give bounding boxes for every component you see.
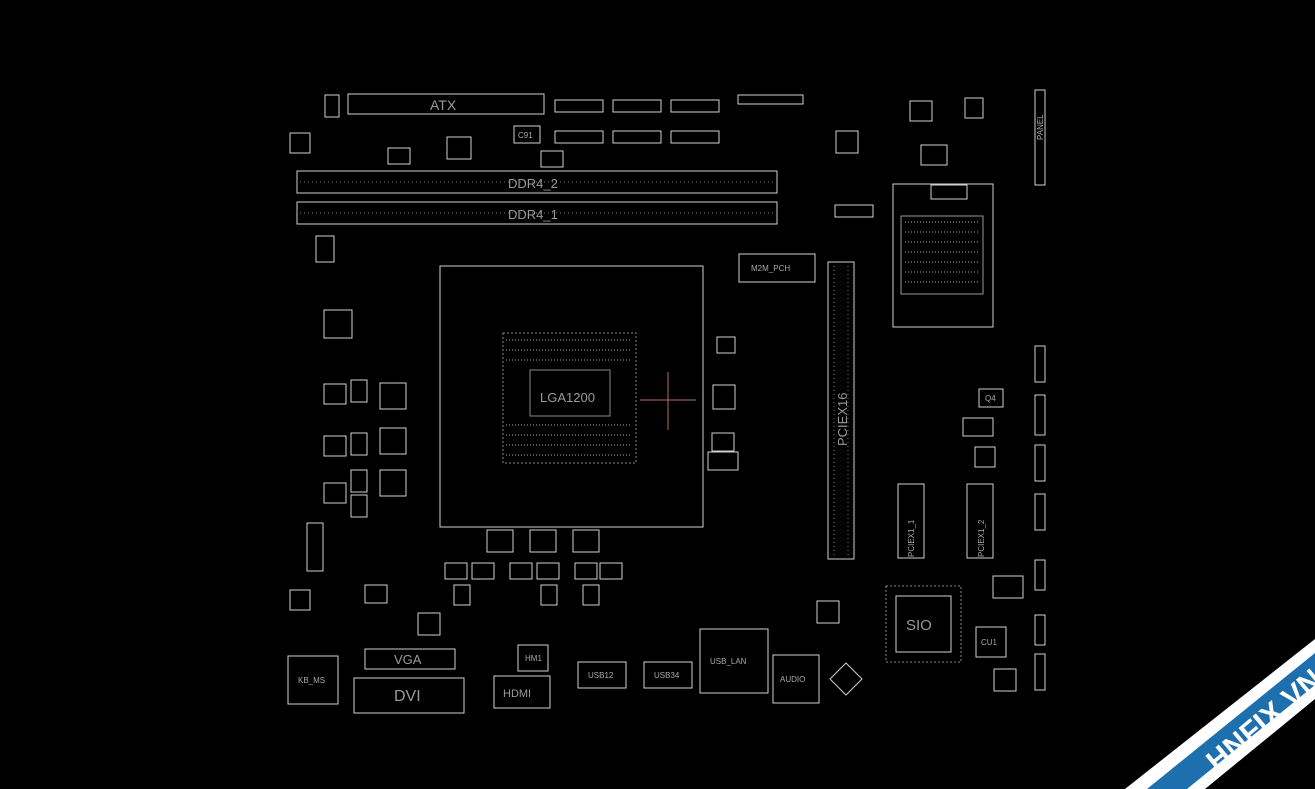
usb12-label: USB12 xyxy=(588,671,614,680)
panel-label: PANEL xyxy=(1036,114,1045,140)
usb-lan-label: USB_LAN xyxy=(710,657,747,666)
kb-ms-port xyxy=(287,655,339,705)
m2m-pch-slot xyxy=(738,253,816,283)
pch-chip xyxy=(892,183,994,328)
audio-port xyxy=(772,654,820,704)
usb34-port xyxy=(643,661,693,689)
chip-small-label: C91 xyxy=(518,131,533,140)
hm1-label: HM1 xyxy=(525,654,542,663)
vga-port xyxy=(364,648,456,670)
sio-label: SIO xyxy=(906,617,932,634)
audio-label: AUDIO xyxy=(780,675,805,684)
pciex1-1-label: PCIEX1_1 xyxy=(907,519,916,557)
hdmi-port xyxy=(493,675,551,709)
vga-label: VGA xyxy=(394,652,422,667)
dvi-port xyxy=(353,677,465,714)
hdmi-label: HDMI xyxy=(503,688,531,700)
sio-chip xyxy=(895,595,952,653)
pciex1-slot-2 xyxy=(966,483,994,559)
usb12-port xyxy=(577,661,627,689)
pciex16-label: PCIEX16 xyxy=(835,393,850,446)
cpu-label: LGA1200 xyxy=(540,390,595,405)
watermark: HNFIX.VN xyxy=(1055,589,1315,789)
kb-ms-label: KB_MS xyxy=(298,676,325,685)
cu1-label: CU1 xyxy=(981,638,998,647)
ddr4-1-label: DDR4_1 xyxy=(508,207,558,222)
cpu-socket xyxy=(439,265,704,528)
atx-label: ATX xyxy=(430,97,457,113)
m2m-pch-label: M2M_PCH xyxy=(751,264,790,273)
pciex16-slot xyxy=(827,261,855,560)
pciex1-2-label: PCIEX1_2 xyxy=(977,519,986,557)
ddr4-2-label: DDR4_2 xyxy=(508,176,558,191)
ddr4-slot-1 xyxy=(296,201,778,225)
atx-connector xyxy=(347,93,545,115)
usb34-label: USB34 xyxy=(654,671,680,680)
dvi-label: DVI xyxy=(394,688,421,705)
usb-lan-port xyxy=(699,628,769,694)
q4-label: Q4 xyxy=(985,394,996,403)
ddr4-slot-2 xyxy=(296,170,778,194)
pciex1-slot-1 xyxy=(897,483,925,559)
